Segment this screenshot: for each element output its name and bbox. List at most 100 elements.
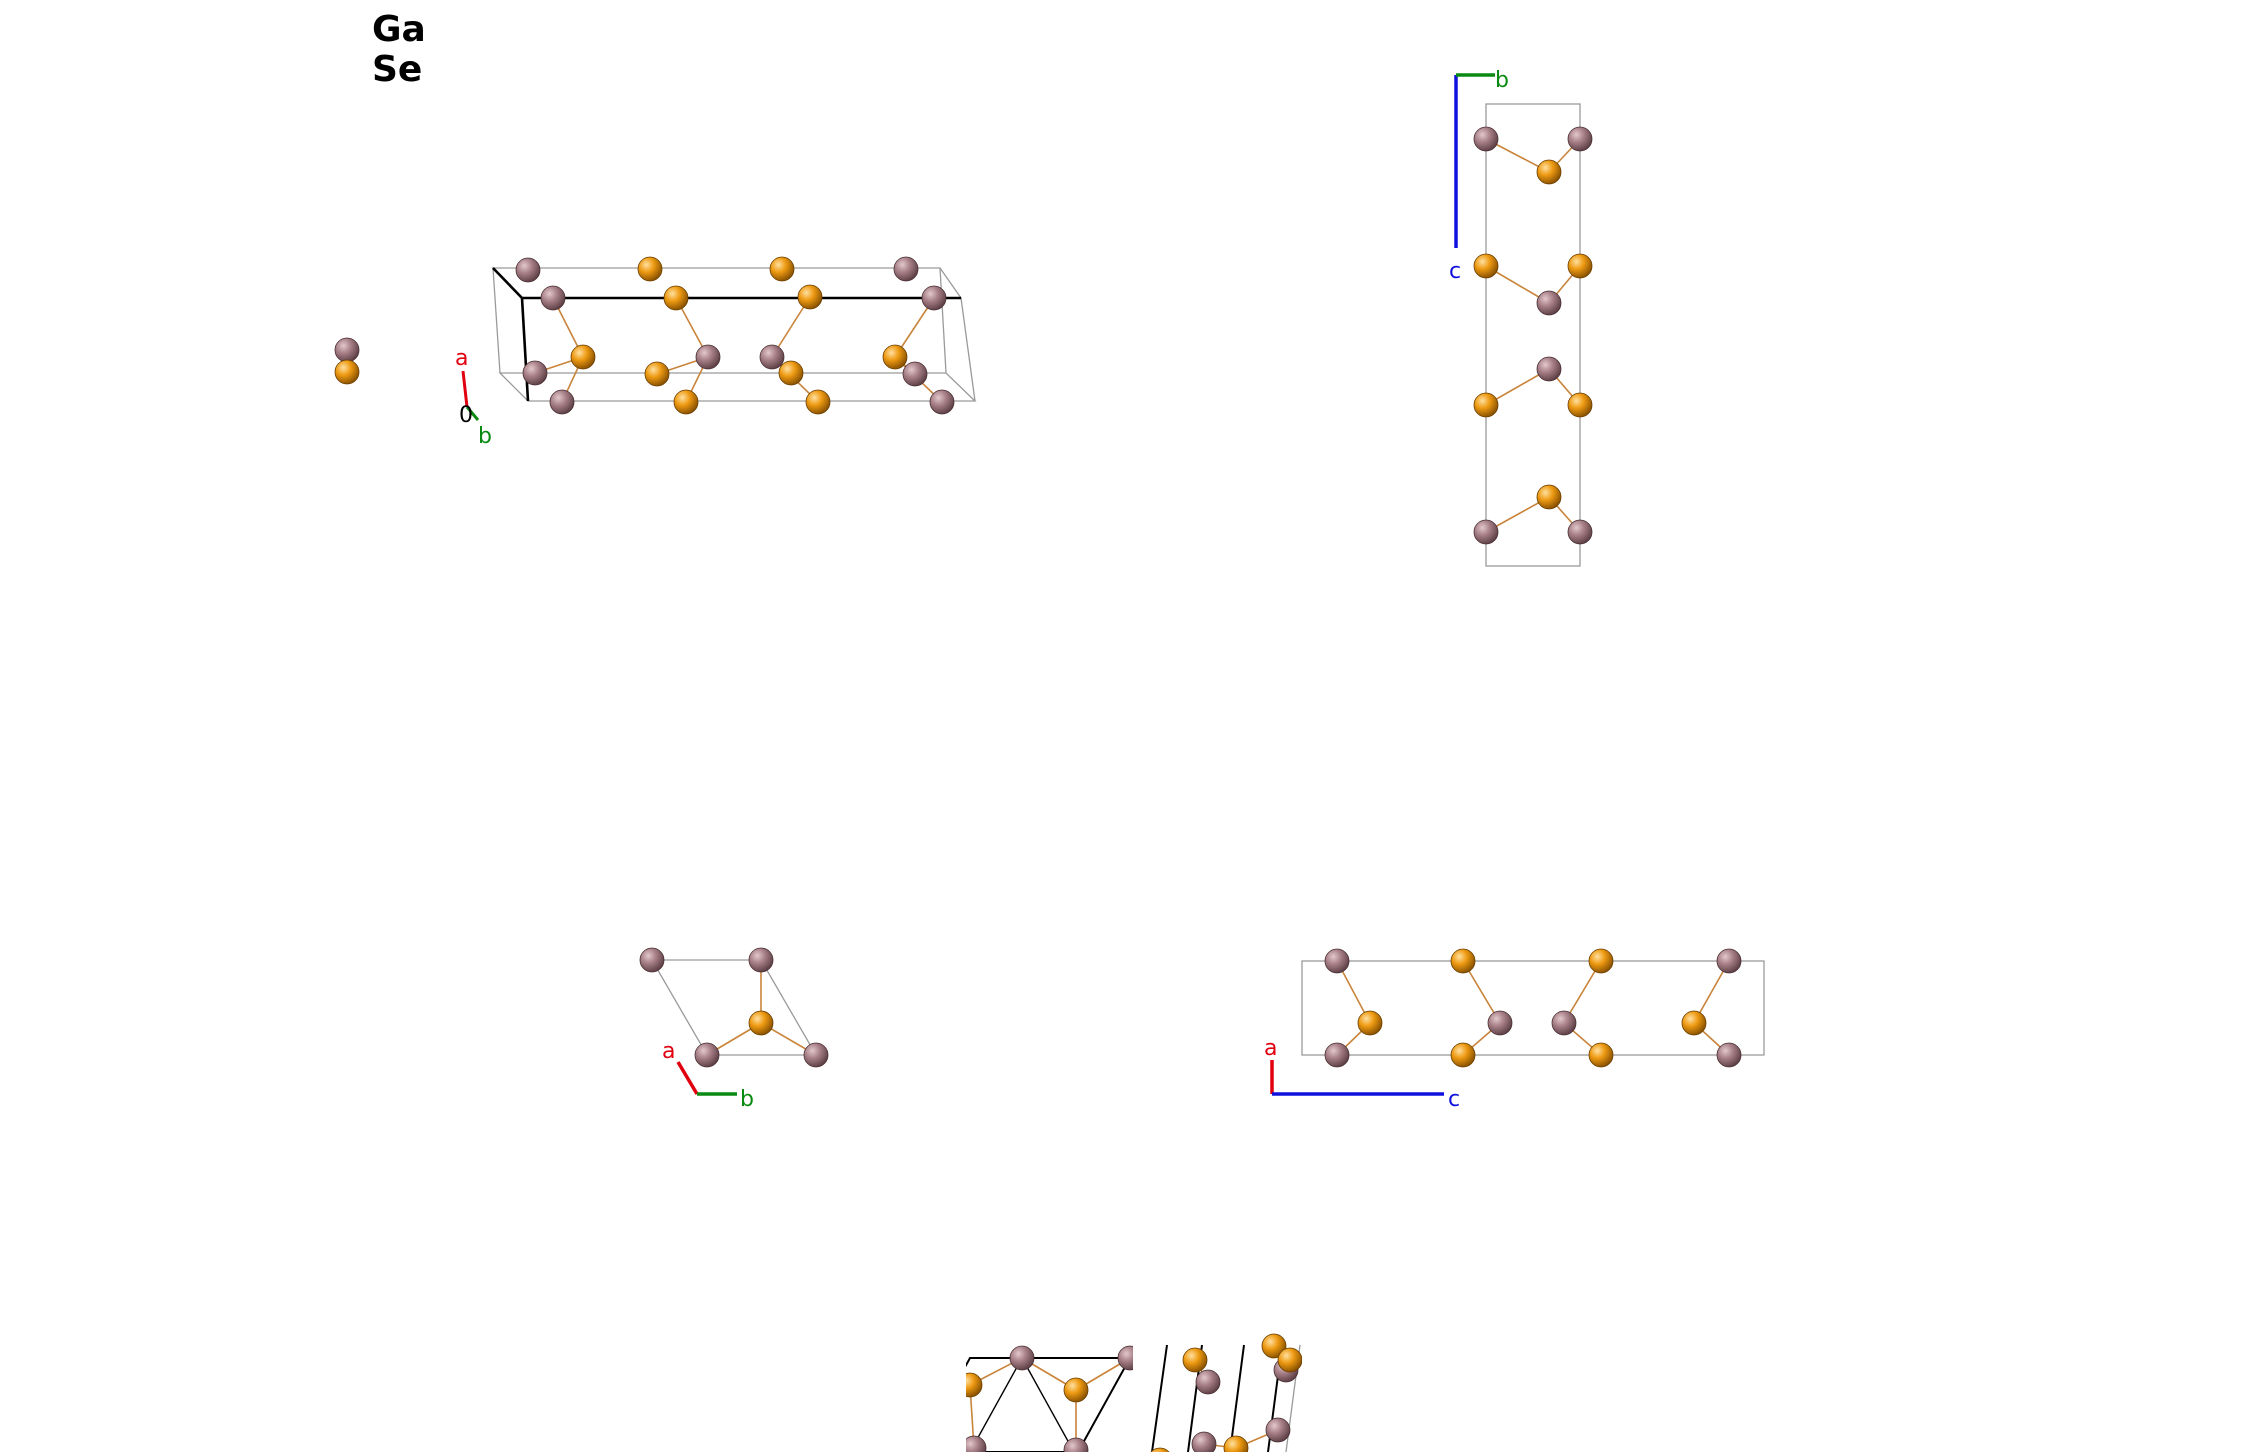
axis-b-label: b: [478, 424, 492, 449]
cell-edge-b-axis: [492, 267, 523, 299]
axis-a-label: a: [455, 346, 468, 371]
ga-atom: [893, 256, 919, 282]
se-atom: [1536, 159, 1562, 185]
axis-a-line: [461, 370, 469, 408]
thumb-left-atoms: [957, 1345, 1143, 1452]
bc-view: b c: [1449, 68, 1593, 567]
se-atom: [805, 389, 831, 415]
bc-atoms: [1473, 126, 1593, 545]
se-atom: [748, 1010, 774, 1036]
ga-atom: [1551, 1010, 1577, 1036]
perspective-bonds: [534, 296, 943, 403]
se-atom: [1567, 392, 1593, 418]
element-legend: Ga Se: [372, 10, 426, 90]
ga-atom: [759, 344, 785, 370]
ga-atom: [803, 1042, 829, 1068]
se-atom: [663, 285, 689, 311]
se-atom: [644, 361, 670, 387]
ga-atom: [902, 361, 928, 387]
ab-view: a b: [639, 947, 829, 1112]
se-atom: [334, 359, 360, 385]
ac-axis-triad: a c: [1264, 1036, 1460, 1112]
se-atom: [1223, 1435, 1249, 1452]
se-atom: [1567, 253, 1593, 279]
se-atom: [1450, 948, 1476, 974]
ga-atom: [334, 337, 360, 363]
ga-atom: [639, 947, 665, 973]
axis-a-label: a: [662, 1039, 675, 1064]
se-atom: [769, 256, 795, 282]
thumb-cell-line: [1021, 1357, 1075, 1452]
ga-atom: [1716, 948, 1742, 974]
se-atom: [1063, 1377, 1089, 1403]
ac-view: a c: [1264, 948, 1765, 1112]
ga-atom: [1473, 126, 1499, 152]
ga-atom: [694, 1042, 720, 1068]
thumb-left-bonds: [969, 1357, 1131, 1450]
se-atom: [673, 389, 699, 415]
legend-se: Se: [372, 49, 423, 90]
axis-c-label: c: [1448, 1087, 1460, 1112]
ga-atom: [695, 344, 721, 370]
ga-atom: [748, 947, 774, 973]
ab-axis-triad: a b: [662, 1039, 754, 1112]
se-atom: [570, 344, 596, 370]
ga-atom: [540, 285, 566, 311]
bc-bonds: [1485, 138, 1581, 533]
ga-atom: [1324, 948, 1350, 974]
perspective-view: a 0 b: [334, 256, 977, 449]
perspective-axis-triad: a 0 b: [455, 346, 492, 449]
axis-c-label: c: [1449, 259, 1461, 284]
se-atom: [778, 360, 804, 386]
thumbnail-right: [1150, 1333, 1303, 1452]
se-atom: [637, 256, 663, 282]
se-atom: [797, 284, 823, 310]
ga-atom: [1063, 1437, 1089, 1452]
ab-atoms: [639, 947, 829, 1068]
ac-bonds: [1336, 960, 1730, 1056]
ga-atom: [1324, 1042, 1350, 1068]
se-atom: [1261, 1333, 1287, 1359]
thumb-crop: [1302, 1340, 1362, 1452]
ga-atom: [1536, 356, 1562, 382]
se-atom: [1588, 948, 1614, 974]
axis-b-label: b: [740, 1087, 754, 1112]
axis-b-line: [465, 406, 480, 421]
legend-ga: Ga: [372, 9, 426, 50]
ac-unit-cell: [1301, 960, 1765, 1056]
ab-bonds: [706, 960, 817, 1056]
thumb-cell-line: [1151, 1344, 1168, 1452]
ga-atom: [1567, 519, 1593, 545]
perspective-unit-cell: [491, 267, 977, 402]
axis-origin-label: 0: [459, 403, 473, 428]
se-atom: [1150, 1447, 1170, 1452]
axis-a-line: [676, 1061, 699, 1095]
se-atom: [1277, 1347, 1303, 1373]
ga-atom: [1473, 519, 1499, 545]
se-atom: [1588, 1042, 1614, 1068]
se-atom: [1681, 1010, 1707, 1036]
se-atom: [1182, 1347, 1208, 1373]
ga-atom: [549, 389, 575, 415]
ga-atom: [929, 389, 955, 415]
axis-a-label: a: [1264, 1036, 1277, 1061]
ga-atom: [522, 360, 548, 386]
se-atom: [1357, 1010, 1383, 1036]
ga-atom: [1487, 1010, 1513, 1036]
ga-atom: [1191, 1431, 1217, 1452]
ga-atom: [1716, 1042, 1742, 1068]
perspective-atoms: [334, 256, 955, 415]
thumb-gap: [1133, 1340, 1147, 1452]
ac-atoms: [1324, 948, 1742, 1068]
ga-atom: [515, 257, 541, 283]
cell-edge: [492, 267, 501, 374]
ga-atom: [1536, 290, 1562, 316]
ga-atom: [921, 285, 947, 311]
thumbnail-left: [916, 1345, 1143, 1452]
thumb-crop: [900, 1340, 966, 1452]
se-atom: [882, 344, 908, 370]
se-atom: [1473, 392, 1499, 418]
ga-atom: [1265, 1417, 1291, 1443]
cell-edge: [960, 297, 976, 402]
axis-b-label: b: [1495, 68, 1509, 93]
